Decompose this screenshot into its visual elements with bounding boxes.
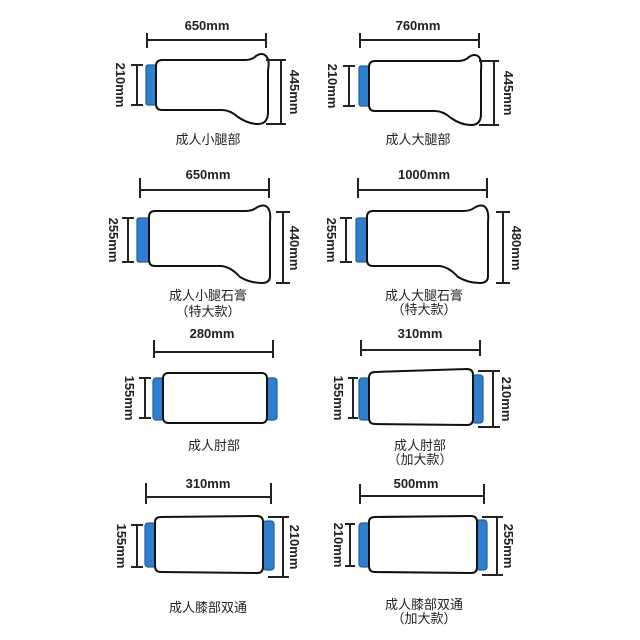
length-dimension-line bbox=[153, 340, 274, 358]
opening-dimension-line bbox=[340, 217, 352, 263]
height-label: 445mm bbox=[287, 70, 302, 115]
opening-label: 255mm bbox=[324, 218, 339, 263]
height-label: 255mm bbox=[501, 524, 516, 569]
cast-cover-outline bbox=[368, 54, 483, 127]
height-dimension-line bbox=[268, 516, 289, 578]
height-label: 210mm bbox=[287, 525, 302, 570]
length-dimension-line bbox=[359, 484, 485, 504]
height-dimension-line bbox=[276, 211, 290, 284]
opening-label: 155mm bbox=[122, 376, 137, 421]
height-label: 445mm bbox=[501, 71, 516, 116]
product-name: 成人肘部 bbox=[188, 439, 240, 454]
cast-cover-outline bbox=[368, 514, 478, 575]
product-variant: （特大款） bbox=[391, 303, 456, 318]
cast-cover-outline bbox=[162, 372, 268, 424]
cast-cover-outline bbox=[366, 204, 490, 285]
length-label: 310mm bbox=[186, 476, 231, 491]
opening-dimension-line bbox=[139, 377, 151, 419]
length-dimension-line bbox=[357, 178, 488, 198]
opening-label: 155mm bbox=[114, 524, 129, 569]
product-name: 成人膝部双通 bbox=[385, 598, 463, 613]
product-thigh-cast-xl: 1000mm 255mm 480mm 成人大腿石膏 （特大款） bbox=[324, 167, 524, 318]
opening-dimension-line bbox=[131, 64, 143, 106]
product-elbow-adult: 280mm 155mm 成人肘部 bbox=[122, 326, 278, 454]
height-dimension-line bbox=[482, 516, 503, 576]
cuff-seal bbox=[355, 217, 368, 263]
length-label: 650mm bbox=[186, 167, 231, 182]
product-calf-adult: 650mm 210mm 445mm 成人小腿部 bbox=[113, 18, 302, 148]
product-name: 成人肘部 bbox=[394, 439, 446, 454]
product-elbow-large: 310mm 155mm 210mm 成人肘部 （加大款） bbox=[331, 326, 514, 468]
product-variant: （特大款） bbox=[175, 305, 240, 320]
product-name: 成人小腿石膏 bbox=[169, 288, 247, 304]
opening-dimension-line bbox=[122, 217, 134, 263]
height-label: 210mm bbox=[499, 377, 514, 422]
product-name: 成人大腿石膏 bbox=[385, 288, 463, 304]
height-dimension-line bbox=[479, 60, 499, 126]
product-name: 成人大腿部 bbox=[385, 133, 450, 148]
height-label: 480mm bbox=[509, 226, 524, 271]
length-label: 500mm bbox=[394, 476, 439, 491]
cuff-seal-right bbox=[262, 520, 275, 571]
product-knee-open-ended-large: 500mm 210mm 255mm 成人膝部双通 （加大款） bbox=[331, 476, 516, 627]
opening-dimension-line bbox=[348, 377, 358, 419]
length-dimension-line bbox=[139, 178, 270, 198]
product-thigh-adult: 760mm 210mm 445mm 成人大腿部 bbox=[325, 18, 516, 148]
opening-dimension-line bbox=[345, 523, 355, 567]
product-knee-open-ended: 310mm 155mm 210mm 成人膝部双通 bbox=[114, 476, 302, 616]
cuff-seal bbox=[136, 217, 150, 263]
opening-label: 210mm bbox=[113, 63, 128, 108]
height-dimension-line bbox=[496, 211, 510, 284]
length-label: 650mm bbox=[185, 18, 230, 33]
opening-label: 255mm bbox=[106, 218, 121, 263]
opening-label: 155mm bbox=[331, 376, 346, 421]
product-name: 成人膝部双通 bbox=[169, 601, 247, 616]
cast-cover-outline bbox=[155, 53, 270, 126]
product-calf-cast-xl: 650mm 255mm 440mm 成人小腿石膏 （特大款） bbox=[106, 167, 302, 320]
length-dimension-line bbox=[359, 33, 480, 48]
opening-dimension-line bbox=[343, 65, 355, 107]
product-variant: （加大款） bbox=[391, 612, 456, 627]
opening-dimension-line bbox=[131, 524, 143, 568]
product-name: 成人小腿部 bbox=[175, 133, 240, 148]
product-variant: （加大款） bbox=[387, 453, 452, 468]
length-dimension-line bbox=[146, 33, 267, 48]
length-dimension-line bbox=[360, 340, 481, 356]
length-label: 280mm bbox=[190, 326, 235, 341]
length-dimension-line bbox=[145, 483, 272, 504]
height-dimension-line bbox=[266, 59, 286, 125]
length-label: 760mm bbox=[396, 18, 441, 33]
height-label: 440mm bbox=[287, 226, 302, 271]
cast-cover-outline bbox=[368, 367, 474, 427]
cast-cover-outline bbox=[154, 514, 264, 575]
opening-label: 210mm bbox=[331, 523, 346, 568]
height-dimension-line bbox=[478, 370, 500, 428]
length-label: 1000mm bbox=[398, 167, 450, 182]
length-label: 310mm bbox=[398, 326, 443, 341]
opening-label: 210mm bbox=[325, 64, 340, 109]
cast-cover-outline bbox=[148, 204, 272, 285]
